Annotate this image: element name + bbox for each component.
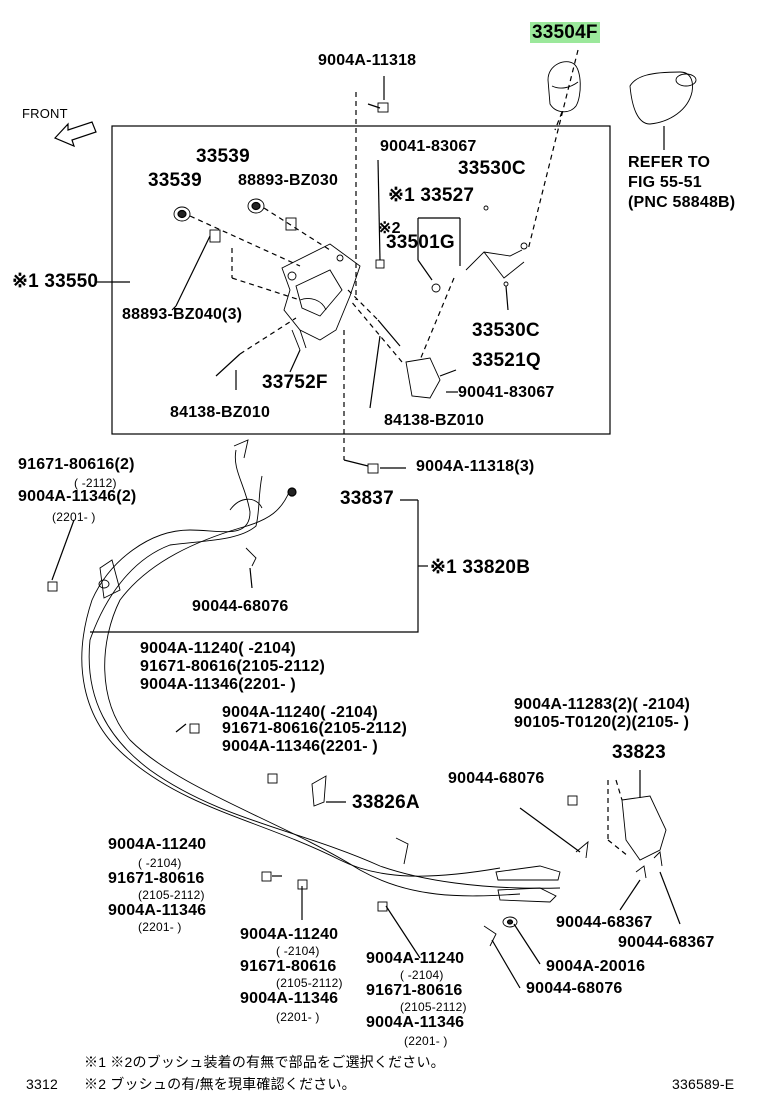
fastener-group-2-b[interactable]: 91671-80616(2105-2112) (222, 720, 408, 737)
part-90044-68367[interactable]: 90044-68367 (618, 934, 715, 951)
pin-icon (215, 353, 241, 377)
fastener-group-1-a[interactable]: 9004A-11240( -2104) (140, 640, 296, 657)
part-33539[interactable]: 33539 (148, 170, 202, 191)
date-range: ( -2104) (138, 856, 182, 870)
fastener-group-1-c[interactable]: 9004A-11346(2201- ) (140, 676, 296, 693)
bolt-icon (367, 102, 389, 113)
bolt-icon (189, 723, 200, 734)
date-range: ( -2104) (400, 968, 444, 982)
part-33539[interactable]: 33539 (196, 146, 250, 167)
part-33823[interactable]: 33823 (612, 742, 666, 763)
part-9004A-20016[interactable]: 9004A-20016 (546, 958, 646, 975)
front-label: FRONT (22, 106, 68, 121)
cable-end-icon (495, 865, 561, 881)
part-9004A-11283[interactable]: 9004A-11283(2)( -2104) (514, 696, 691, 713)
part-84138-BZ010[interactable]: 84138-BZ010 (384, 412, 485, 429)
refer-line1: REFER TO (628, 154, 711, 171)
date-range: (2201- ) (138, 920, 182, 934)
refer-line2[interactable]: FIG 55-51 (628, 174, 702, 191)
part-9004A-11346-2[interactable]: 9004A-11346(2) (18, 488, 137, 505)
part-9004A-11318-3[interactable]: 9004A-11318(3) (416, 458, 535, 475)
date-range: ( -2104) (276, 944, 320, 958)
bushing-icon (247, 198, 265, 214)
fastener-group-4-b[interactable]: 91671-80616 (240, 958, 337, 975)
shift-boot-icon (629, 71, 693, 125)
part-33550[interactable]: ※1 33550 (12, 271, 99, 292)
part-84138-BZ010[interactable]: 84138-BZ010 (170, 404, 271, 421)
part-88893-BZ030[interactable]: 88893-BZ030 (238, 172, 339, 189)
shift-cable-assembly (81, 439, 561, 897)
date-range: (2201- ) (276, 1010, 320, 1024)
fastener-group-3-a[interactable]: 9004A-11240 (108, 836, 207, 853)
shift-lever-bracket (281, 243, 361, 341)
fastener-group-3-c[interactable]: 9004A-11346 (108, 902, 207, 919)
part-33530C[interactable]: 33530C (472, 320, 540, 341)
page-number: 3312 (26, 1076, 58, 1092)
bolt-icon (367, 463, 379, 474)
diagram-code: 336589-E (672, 1076, 735, 1092)
part-90044-68076[interactable]: 90044-68076 (448, 770, 545, 787)
part-90105-T0120[interactable]: 90105-T0120(2)(2105- ) (514, 714, 690, 731)
fastener-group-5-b[interactable]: 91671-80616 (366, 982, 463, 999)
part-90044-68076[interactable]: 90044-68076 (526, 980, 623, 997)
cable-assembly-bracket (90, 500, 419, 633)
bolt-icon (267, 773, 278, 784)
date-range: (2105-2112) (138, 888, 205, 902)
fastener-group-1-b[interactable]: 91671-80616(2105-2112) (140, 658, 326, 675)
part-33752F[interactable]: 33752F (262, 372, 328, 393)
part-33826A[interactable]: 33826A (352, 792, 420, 813)
fastener-group-4-c[interactable]: 9004A-11346 (240, 990, 339, 1007)
fastener-group-2-c[interactable]: 9004A-11346(2201- ) (222, 738, 378, 755)
part-90044-68076[interactable]: 90044-68076 (192, 598, 289, 615)
date-range: (2105-2112) (400, 1000, 467, 1014)
bolt-icon (567, 795, 578, 806)
pin-icon (377, 319, 401, 347)
part-91671-80616-2[interactable]: 91671-80616(2) (18, 456, 135, 473)
lever-assembly-frame (111, 125, 611, 435)
fastener-group-4-a[interactable]: 9004A-11240 (240, 926, 339, 943)
bushing-icon (173, 206, 191, 222)
mark-2: ※2 (378, 220, 401, 237)
part-90041-83067[interactable]: 90041-83067 (458, 384, 555, 401)
part-33837[interactable]: 33837 (340, 488, 394, 509)
part-90044-68367[interactable]: 90044-68367 (556, 914, 653, 931)
part-33820B[interactable]: ※1 33820B (430, 557, 531, 578)
part-33527[interactable]: ※1 33527 (388, 185, 475, 206)
footnote-2: ※2 ブッシュの有/無を現車確認ください。 (84, 1076, 356, 1092)
date-range: (2105-2112) (276, 976, 343, 990)
shift-rod-icon (465, 249, 525, 279)
date-range: (2201- ) (404, 1034, 448, 1048)
part-9004A-11318[interactable]: 9004A-11318 (318, 52, 417, 69)
part-33530C[interactable]: 33530C (458, 158, 526, 179)
part-33521Q[interactable]: 33521Q (472, 350, 541, 371)
part-33504F[interactable]: 33504F (530, 22, 600, 43)
part-88893-BZ040[interactable]: 88893-BZ040(3) (122, 306, 243, 323)
fastener-group-5-c[interactable]: 9004A-11346 (366, 1014, 465, 1031)
date-range: ( -2112) (74, 476, 117, 490)
footnote-1: ※1 ※2のブッシュ装着の有無で部品をご選択ください。 (84, 1054, 445, 1070)
cable-bracket-icon (621, 795, 667, 861)
part-90041-83067[interactable]: 90041-83067 (380, 138, 477, 155)
part-33501G[interactable]: 33501G (386, 232, 455, 253)
shift-knob-icon (547, 61, 581, 113)
fastener-group-3-b[interactable]: 91671-80616 (108, 870, 205, 887)
front-arrow-icon (53, 121, 97, 148)
date-range: (2201- ) (52, 510, 96, 524)
bolt-icon (47, 581, 58, 592)
fastener-group-2-a[interactable]: 9004A-11240( -2104) (222, 704, 378, 721)
fastener-group-5-a[interactable]: 9004A-11240 (366, 950, 465, 967)
bolt-icon (261, 871, 272, 882)
refer-line3: (PNC 58848B) (628, 194, 736, 211)
selector-lever-icon (405, 357, 441, 399)
